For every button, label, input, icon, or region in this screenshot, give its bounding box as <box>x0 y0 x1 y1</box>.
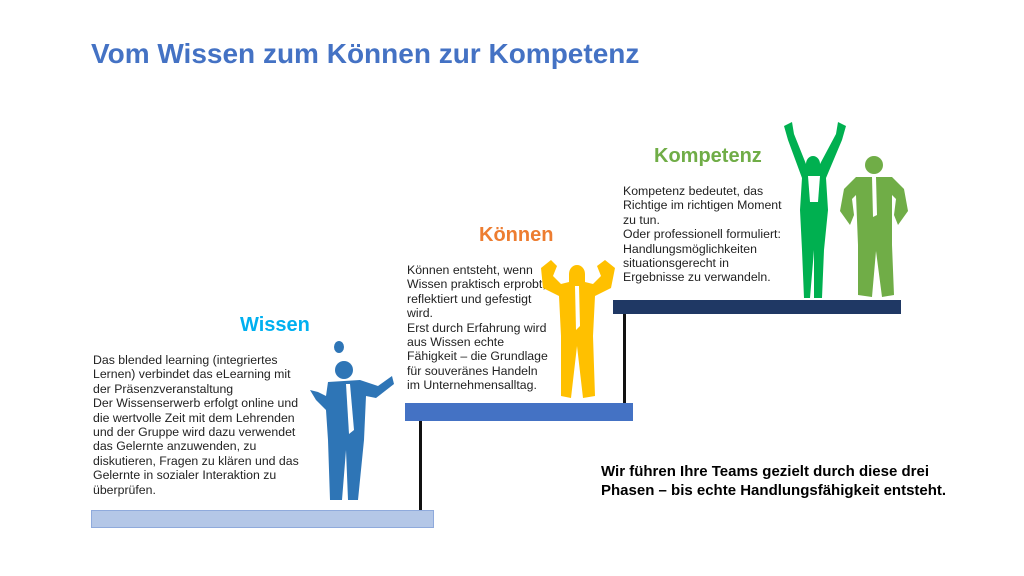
heading-kompetenz: Kompetenz <box>654 145 762 167</box>
step-riser-2 <box>623 314 626 403</box>
text-kompetenz: Kompetenz bedeutet, das Richtige im rich… <box>623 184 782 285</box>
text-koennen: Können entsteht, wenn Wissen praktisch e… <box>407 263 548 393</box>
text-wissen: Das blended learning (integriertes Lerne… <box>93 353 299 497</box>
page-title: Vom Wissen zum Können zur Kompetenz <box>91 38 640 69</box>
strong-man-figure-icon <box>541 260 615 398</box>
cheering-woman-figure-icon <box>784 122 846 298</box>
step-kompetenz <box>613 300 901 314</box>
step-koennen <box>405 403 633 421</box>
confident-man-figure-icon <box>840 156 908 297</box>
heading-koennen: Können <box>479 224 554 246</box>
heading-wissen: Wissen <box>240 314 310 336</box>
step-wissen <box>91 510 434 528</box>
thinking-man-figure-icon <box>310 341 394 500</box>
step-riser-1 <box>419 421 422 510</box>
closing-statement: Wir führen Ihre Teams gezielt durch dies… <box>601 463 947 499</box>
